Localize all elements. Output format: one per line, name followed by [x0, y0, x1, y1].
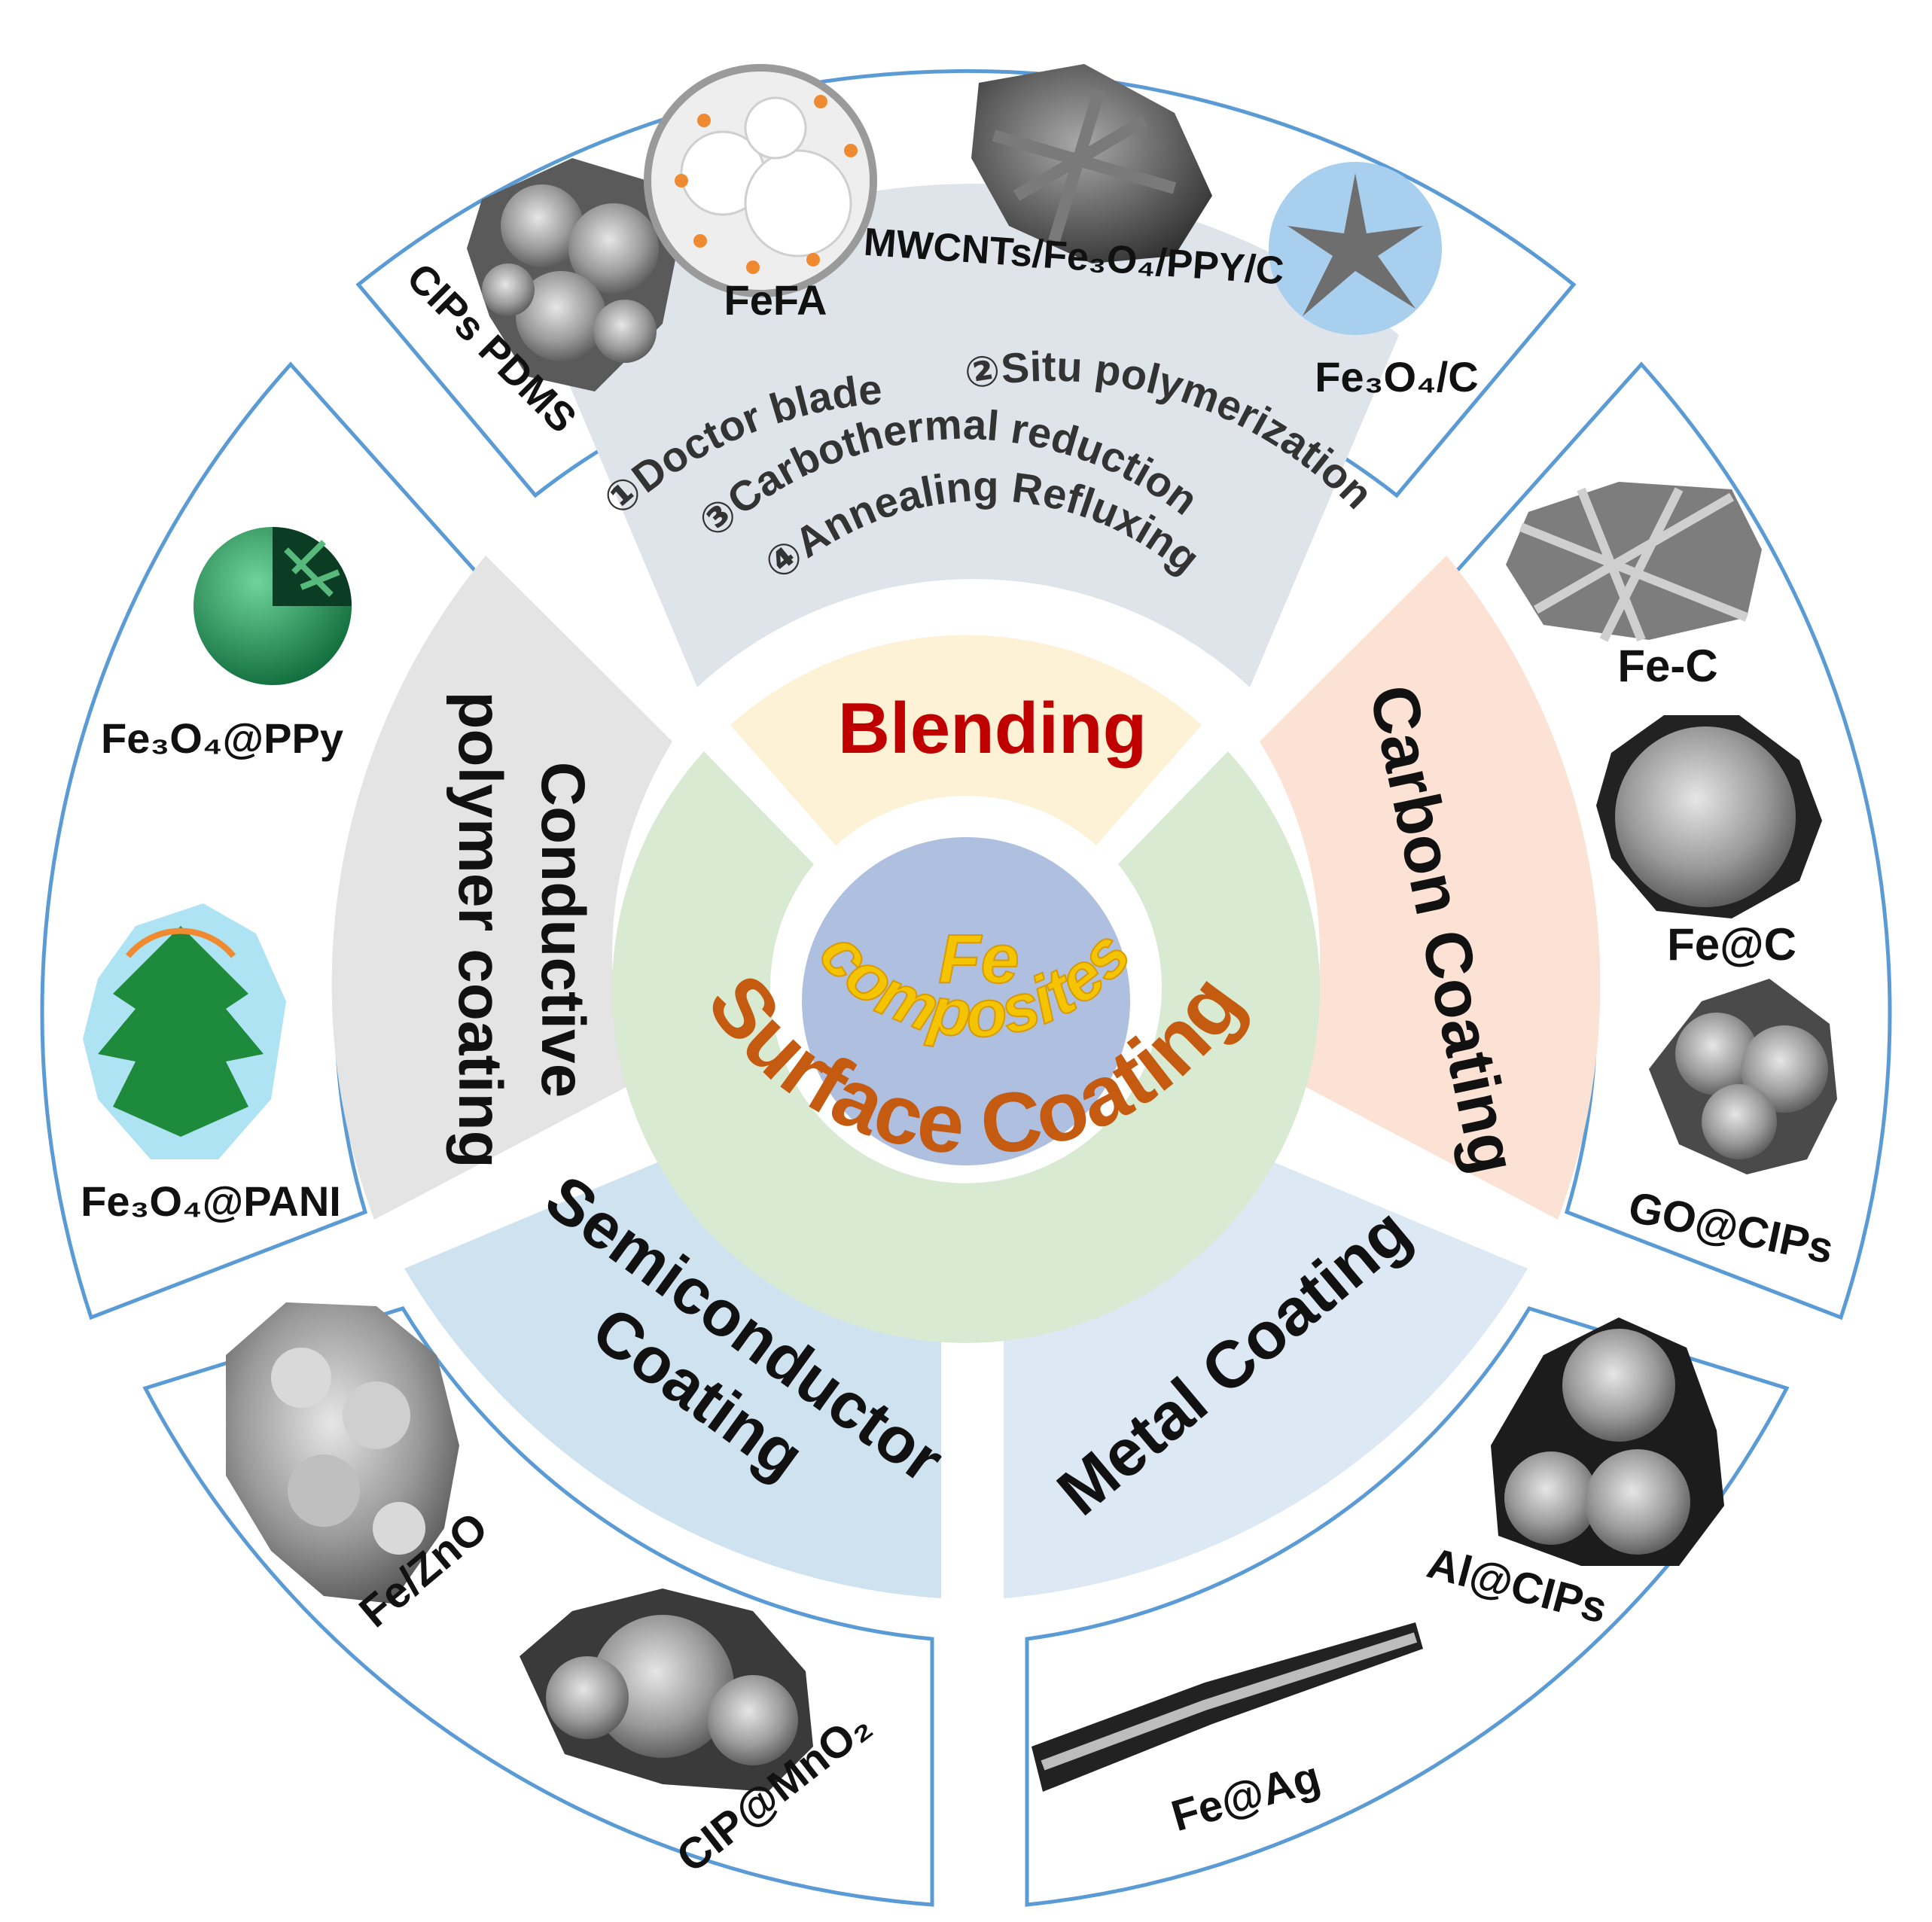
blending-label: Blending	[838, 688, 1147, 769]
label-fe-at-c: Fe@C	[1667, 919, 1796, 970]
al-cips-image	[1491, 1317, 1724, 1566]
category-segment-conductive	[331, 556, 672, 1220]
fe3o4-pani-image	[83, 903, 286, 1159]
fe-at-c-image	[1596, 715, 1822, 918]
fefa-image	[644, 64, 877, 297]
go-cips-image	[1649, 979, 1837, 1174]
category-segment-semiconductor	[404, 1153, 941, 1598]
label-fefa: FeFA	[724, 276, 827, 324]
label-fe3o4-ppy: Fe₃O₄@PPy	[101, 714, 343, 762]
cips-pdms-image	[467, 158, 678, 391]
label-fe3o4-pani: Fe₃O₄@PANI	[81, 1177, 341, 1225]
fe-c-image	[1506, 482, 1762, 642]
label-fe3o4-c: Fe₃O₄/C	[1315, 353, 1479, 401]
fe-ag-image	[1032, 1622, 1423, 1792]
fe3o4-ppy-image	[194, 527, 352, 685]
label-fe-c: Fe-C	[1617, 641, 1717, 691]
fe-zno-image	[226, 1302, 459, 1604]
category-segment-carbon	[1260, 556, 1601, 1220]
surface-coating-segment	[612, 751, 1320, 1343]
conductive-label-group: Conductive polymer coating	[446, 691, 597, 1168]
mwcnts-image	[971, 64, 1212, 263]
category-segment-metal	[1004, 1153, 1528, 1598]
cip-mno2-image	[520, 1588, 813, 1792]
conductive-label-line1: Conductive	[529, 762, 597, 1098]
fe3o4-c-image	[1269, 162, 1442, 335]
blending-segment	[730, 635, 1202, 845]
center-label-fe: Fe	[938, 921, 1019, 998]
conductive-label-line2: polymer coating	[446, 691, 514, 1168]
method-segment-top	[548, 184, 1399, 687]
center-circle	[802, 837, 1130, 1165]
